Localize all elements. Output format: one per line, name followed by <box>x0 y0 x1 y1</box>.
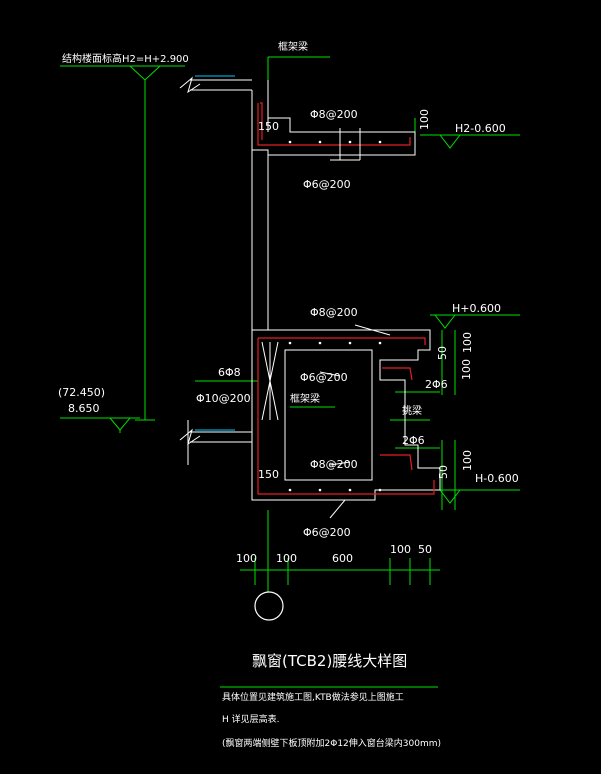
dim-50-b: 50 <box>437 465 450 479</box>
labels: 结构楼面标高H2=H+2.900 框架梁 150 Φ8@200 Φ6@200 1… <box>58 40 519 749</box>
level-h-minus: H-0.600 <box>475 472 519 485</box>
callout-leaders <box>319 128 391 519</box>
sill-beam-label: 挑梁 <box>402 404 422 417</box>
rebar-mid-3: Φ8@200 <box>310 458 358 471</box>
rebar-phi10: Φ10@200 <box>196 392 251 405</box>
rebar-2phi6-a: 2Φ6 <box>425 378 448 391</box>
green-linework <box>60 56 520 688</box>
level-h2-minus: H2-0.600 <box>455 122 506 135</box>
rebar-top-2: Φ6@200 <box>303 178 351 191</box>
dim-100-a: 100 <box>461 332 474 353</box>
wall-cross <box>261 341 279 421</box>
dim-bottom-4: 100 <box>390 543 411 556</box>
dim-150-bottom: 150 <box>258 468 279 481</box>
level-h-plus: H+0.600 <box>452 302 501 315</box>
note-line-1: 具体位置见建筑施工图,KTB做法参见上图施工 <box>222 691 404 703</box>
rebar-red <box>257 102 435 495</box>
rebar-mid-2: Φ6@200 <box>300 371 348 384</box>
frame-beam-top-label: 框架梁 <box>278 40 308 53</box>
dim-100-c: 100 <box>461 450 474 471</box>
axis-circle <box>254 591 284 621</box>
frame-beam-mid-label: 框架梁 <box>290 392 320 405</box>
rebar-dots <box>288 140 382 492</box>
beam-accents <box>195 75 235 431</box>
rebar-mid-1: Φ8@200 <box>310 306 358 319</box>
dim-100-slab: 100 <box>418 109 431 130</box>
drawing-title: 飘窗(TCB2)腰线大样图 <box>252 652 407 670</box>
dim-50-a: 50 <box>436 346 449 360</box>
rebar-top-1: Φ8@200 <box>310 108 358 121</box>
elev-paren: (72.450) <box>58 386 105 399</box>
rebar-6phi8: 6Φ8 <box>218 366 241 379</box>
dim-bottom-5: 50 <box>418 543 432 556</box>
note-line-3: (飘窗两端侧壁下板顶附加2Φ12伸入窗台梁内300mm) <box>222 737 441 749</box>
struct-floor-level-label: 结构楼面标高H2=H+2.900 <box>62 52 189 65</box>
dim-150-top: 150 <box>258 120 279 133</box>
dim-bottom-1: 100 <box>236 552 257 565</box>
rebar-bottom: Φ6@200 <box>303 526 351 539</box>
elev-value: 8.650 <box>68 402 100 415</box>
note-line-2: H 详见层高表. <box>222 713 280 725</box>
concrete-outline <box>179 76 441 501</box>
dim-bottom-3: 600 <box>332 552 353 565</box>
dim-100-b: 100 <box>460 359 473 380</box>
dim-bottom-2: 100 <box>276 552 297 565</box>
rebar-2phi6-b: 2Φ6 <box>402 434 425 447</box>
